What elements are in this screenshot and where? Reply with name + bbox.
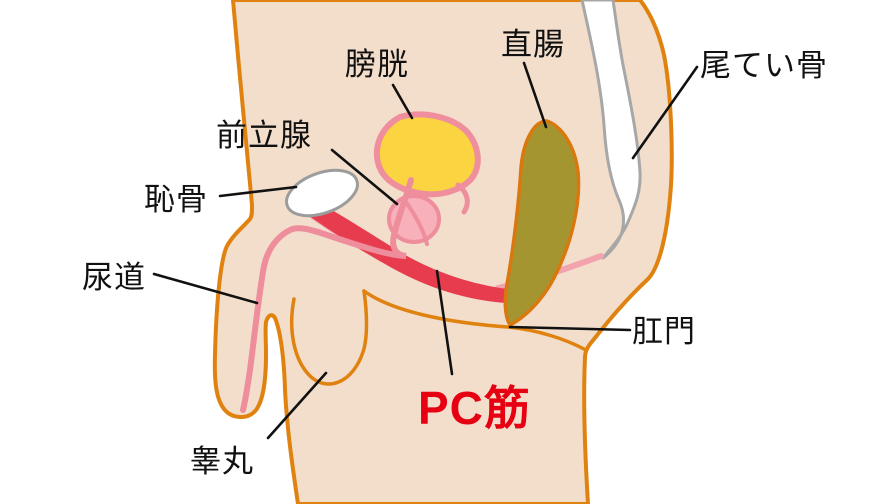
leader-line-anus: [508, 325, 632, 332]
pc-muscle-shape: [297, 196, 513, 303]
leader-line-rectum: [522, 61, 548, 129]
urethra-prostate-chord: [401, 196, 429, 246]
leader-line-tailbone: [631, 65, 699, 160]
scrotum-crease-line: [290, 289, 369, 386]
bladder-neck-line: [455, 182, 470, 215]
label-pc-muscle: PC筋: [418, 382, 531, 434]
leader-lines: [152, 61, 699, 440]
tailbone-shape: [580, 0, 642, 260]
urethra-line: [240, 177, 414, 413]
leader-line-prostate: [330, 148, 399, 206]
bladder-shape: [373, 111, 481, 198]
label-rectum: 直腸: [501, 27, 565, 62]
label-bladder: 膀胱: [345, 47, 409, 82]
label-anus: 肛門: [632, 314, 696, 349]
leader-line-urethra: [152, 272, 259, 305]
label-tailbone: 尾てい骨: [700, 48, 828, 83]
label-prostate: 前立腺: [216, 118, 312, 153]
rectum-shape: [503, 119, 581, 327]
leader-line-pc-muscle: [435, 269, 454, 376]
leader-line-pubic-bone: [218, 185, 298, 198]
pubic-bone-shape: [285, 168, 359, 218]
labels: 膀胱 直腸 尾てい骨 前立腺 恥骨 尿道 肛門 睾丸: [82, 27, 828, 479]
leader-line-bladder: [391, 83, 414, 120]
label-pubic-bone: 恥骨: [144, 182, 208, 217]
perineum-crease-line: [362, 289, 586, 351]
leader-line-testicle: [266, 371, 328, 440]
label-urethra: 尿道: [82, 260, 146, 295]
label-testicle: 睾丸: [190, 444, 254, 479]
